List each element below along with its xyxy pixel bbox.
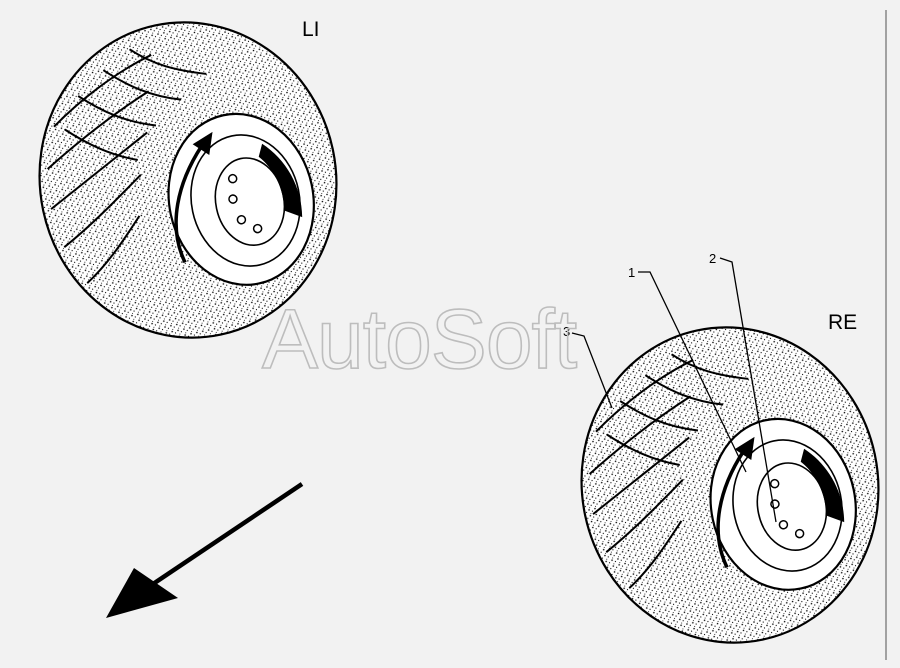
callout-1: 1 [628, 265, 747, 473]
callout-number: 1 [628, 265, 635, 280]
leader-line [638, 271, 747, 473]
callout-number: 2 [709, 251, 716, 266]
right-wheel [580, 326, 880, 644]
watermark: AutoSoft [262, 292, 577, 386]
callout-3: 3 [563, 324, 613, 409]
callout-number: 3 [563, 324, 570, 339]
callout-2: 2 [709, 251, 777, 523]
right-wheel-label: RE [828, 311, 857, 334]
left-wheel [38, 21, 338, 339]
left-wheel-label: LI [302, 18, 320, 41]
curved-arrow-icon [174, 131, 213, 264]
curved-arrow-icon [716, 436, 755, 569]
tread-pattern [46, 48, 207, 284]
leader-line [571, 332, 613, 409]
tread-pattern [588, 353, 749, 589]
bolt-holes [227, 173, 263, 234]
arrow-down-left-icon [106, 482, 304, 618]
leader-line [719, 257, 777, 523]
